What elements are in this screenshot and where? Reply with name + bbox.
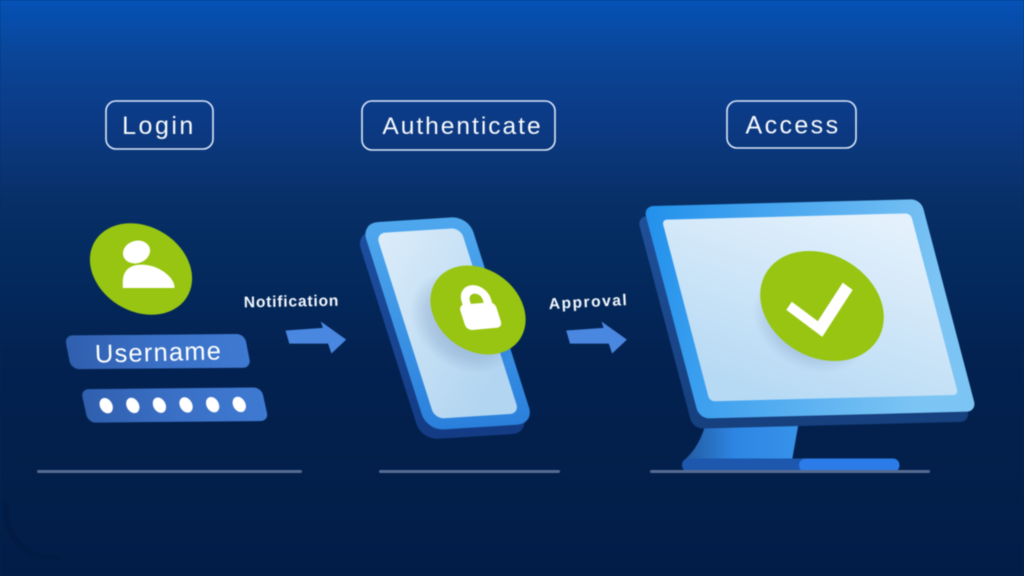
svg-text:Access: Access bbox=[746, 112, 841, 140]
svg-text:Authenticate: Authenticate bbox=[382, 113, 542, 140]
svg-text:Notification: Notification bbox=[244, 293, 340, 312]
svg-text:Login: Login bbox=[122, 112, 196, 140]
svg-text:Username: Username bbox=[95, 337, 223, 368]
svg-text:Approval: Approval bbox=[548, 292, 628, 313]
